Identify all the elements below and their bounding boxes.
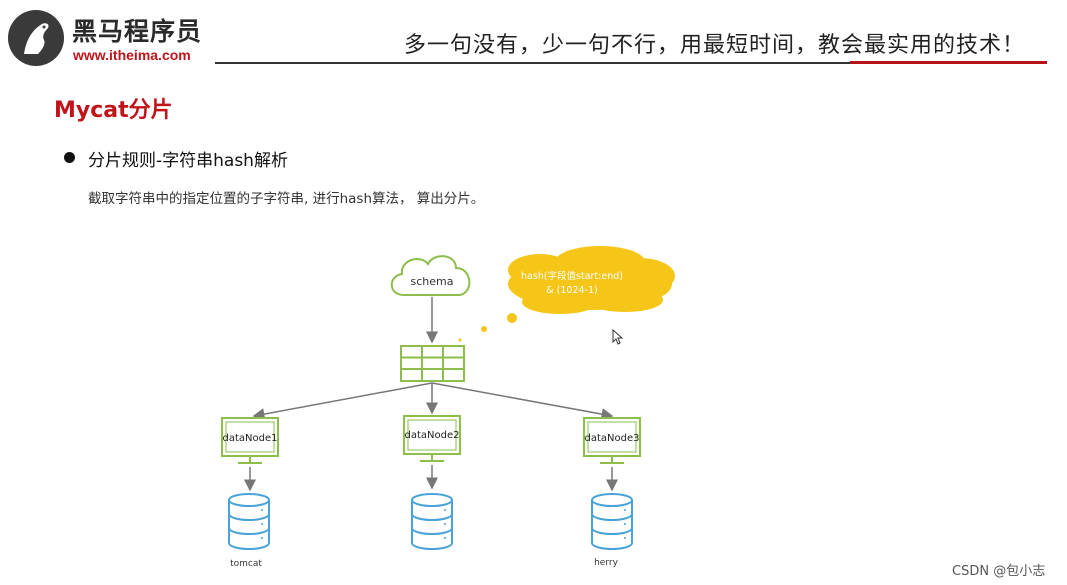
slogan: 多一句没有，少一句不行，用最短时间，教会最实用的技术！ — [404, 33, 1026, 58]
arrow-to-datanode1 — [252, 382, 433, 420]
header-divider — [215, 62, 850, 64]
brand-url: www.itheima.com — [73, 47, 191, 63]
database2-icon — [411, 493, 453, 550]
datanode2-monitor-icon — [403, 415, 461, 462]
formula-line-2: & (1024-1) — [546, 285, 598, 296]
database1-icon — [228, 493, 270, 550]
datanode1-monitor-icon — [221, 417, 279, 464]
logo-horse-icon — [8, 10, 64, 66]
description-text: 截取字符串中的指定位置的子字符串, 进行hash算法， 算出分片。 — [88, 191, 485, 207]
formula-line-1: hash(字段值start:end) — [521, 270, 623, 282]
bullet-text: 分片规则-字符串hash解析 — [88, 151, 288, 171]
datanode2-label: dataNode2 — [405, 430, 460, 441]
watermark: CSDN @包小志 — [952, 564, 1046, 579]
datanode1-label: dataNode1 — [223, 433, 278, 444]
slide-title: Mycat分片 — [54, 98, 173, 123]
schema-cloud-icon — [390, 255, 471, 296]
header-divider-accent — [850, 61, 1047, 64]
schema-label: schema — [411, 275, 454, 288]
datanode3-label: dataNode3 — [585, 433, 640, 444]
arrow-to-datanode3 — [431, 382, 614, 421]
bullet-dot-icon — [64, 152, 75, 163]
database3-icon — [591, 493, 633, 550]
logic-table-icon — [400, 345, 465, 382]
database3-label: herry — [594, 558, 618, 568]
formula-cloud-icon — [458, 246, 675, 342]
brand-name: 黑马程序员 — [72, 17, 203, 46]
datanode3-monitor-icon — [583, 417, 641, 464]
mouse-cursor-icon — [612, 328, 624, 345]
database1-label: tomcat — [230, 559, 262, 569]
